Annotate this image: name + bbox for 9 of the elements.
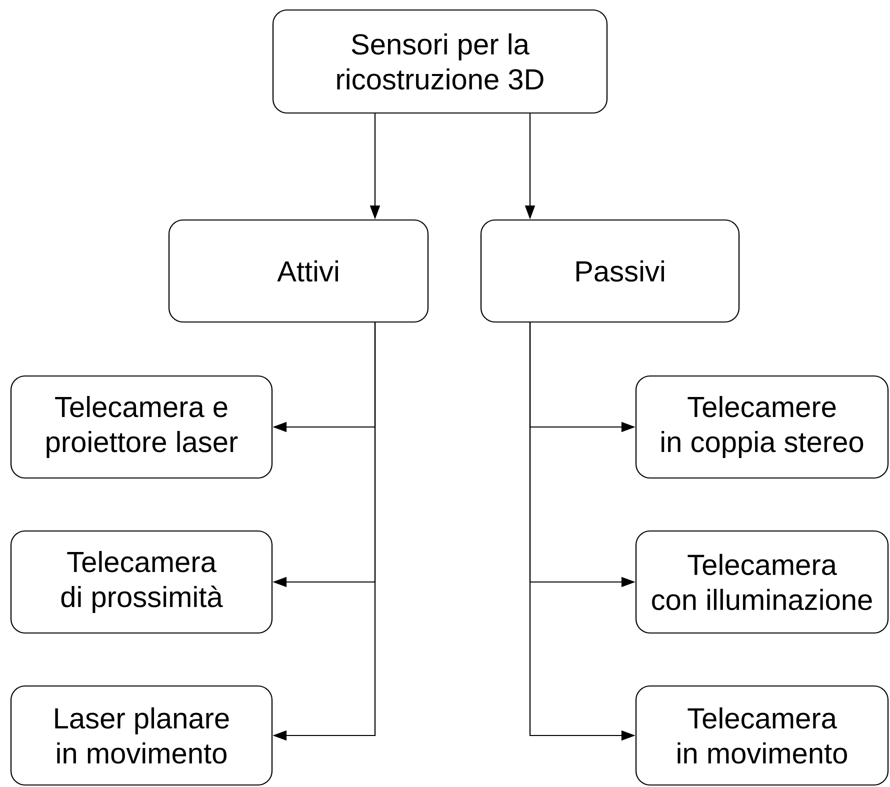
category-box: Telecamere in coppia stereo <box>635 375 889 479</box>
category-box: Attivi <box>168 219 429 323</box>
category-box: Sensori per la ricostruzione 3D <box>272 9 608 114</box>
category-box: Telecamera di prossimità <box>10 530 273 634</box>
category-box: Telecamera con illuminazione <box>635 530 889 634</box>
category-box: Passivi <box>480 219 740 323</box>
category-box: Telecamera e proiettore laser <box>10 375 273 479</box>
category-box: Laser planare in movimento <box>10 685 273 786</box>
category-box: Telecamera in movimento <box>635 685 889 786</box>
